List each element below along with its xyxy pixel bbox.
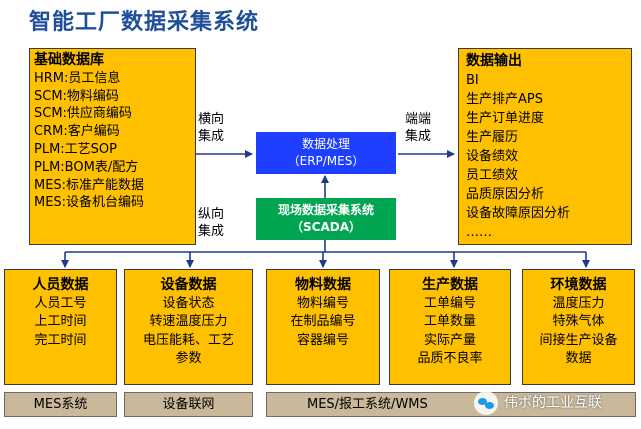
source-item: 工单编号 (423, 295, 476, 311)
source-item: 转速温度压力 (149, 314, 228, 329)
data-output-item: BI (466, 73, 479, 88)
data-output-item: 生产订单进度 (466, 111, 545, 126)
source-item: 上工时间 (34, 314, 87, 329)
basic-database-item: PLM:工艺SOP (34, 141, 118, 157)
system-device-networking: 设备联网 (124, 392, 253, 417)
source-item: 温度压力 (552, 295, 605, 311)
data-output-item: 设备故障原因分析 (466, 206, 571, 221)
basic-database-item: PLM:BOM表/配方 (34, 159, 139, 175)
basic-database-box: 基础数据库 HRM:员工信息 SCM:物料编码 SCM:供应商编码 CRM:客户… (29, 48, 196, 245)
source-title: 设备数据 (160, 277, 217, 293)
source-item: 在制品编号 (290, 314, 356, 329)
source-environment-box: 环境数据 温度压力 特殊气体 间接生产设备 数据 (522, 269, 635, 385)
source-item: 工单数量 (423, 314, 476, 329)
source-title: 物料数据 (295, 277, 351, 293)
watermark-text: 伟ボ的工业互联 (504, 395, 602, 411)
label-line: 集成 (198, 129, 225, 144)
source-material-box: 物料数据 物料编号 在制品编号 容器编号 (266, 269, 380, 385)
source-item: 电压能耗、工艺 (142, 332, 234, 348)
label-line: 集成 (405, 129, 432, 144)
basic-database-title: 基础数据库 (34, 52, 104, 68)
data-output-item: …… (466, 225, 492, 240)
basic-database-item: SCM:供应商编码 (34, 106, 132, 122)
system-mes-reporting-wms: MES/报工系统/WMS (266, 392, 636, 417)
data-output-item: 生产排产APS (466, 92, 543, 107)
data-output-box: 数据输出 BI 生产排产APS 生产订单进度 生产履历 设备绩效 员工绩效 品质… (458, 48, 632, 245)
data-output-item: 生产履历 (466, 130, 519, 145)
basic-database-item: MES:设备机台编码 (34, 195, 145, 211)
label-line: 集成 (198, 224, 225, 239)
source-item: 参数 (175, 351, 202, 366)
diagram-title: 智能工厂数据采集系统 (29, 10, 260, 35)
label-line: 纵向 (198, 207, 225, 222)
source-title: 环境数据 (550, 277, 607, 293)
source-item: 容器编号 (296, 332, 349, 348)
source-item: 品质不良率 (417, 351, 483, 366)
watermark: 伟ボ的工业互联 (474, 388, 636, 418)
source-production-box: 生产数据 工单编号 工单数量 实际产量 品质不良率 (389, 269, 511, 385)
data-output-title: 数据输出 (466, 53, 522, 69)
scada-label: 现场数据采集系统 (277, 203, 374, 217)
data-processing-label: 数据处理 (301, 137, 350, 151)
system-mes: MES系统 (4, 392, 117, 417)
horizontal-integration-label: 横向 集成 (198, 111, 224, 145)
source-equipment-box: 设备数据 设备状态 转速温度压力 电压能耗、工艺 参数 (124, 269, 253, 385)
data-processing-systems: （ERP/MES） (287, 154, 365, 168)
source-item: 实际产量 (423, 332, 476, 348)
scada-system-name: （SCADA） (291, 220, 361, 234)
wechat-icon (474, 391, 498, 415)
scada-box: 现场数据采集系统 （SCADA） (256, 198, 396, 240)
basic-database-item: CRM:客户编码 (34, 124, 120, 140)
source-item: 物料编号 (296, 295, 349, 311)
source-personnel-box: 人员数据 人员工号 上工时间 完工时间 (4, 269, 117, 385)
basic-database-item: SCM:物料编码 (34, 88, 119, 104)
source-item: 特殊气体 (552, 314, 605, 329)
source-title: 生产数据 (422, 277, 478, 293)
data-output-item: 员工绩效 (466, 168, 519, 183)
source-item: 完工时间 (34, 332, 87, 348)
basic-database-item: HRM:员工信息 (34, 70, 121, 86)
source-item: 设备状态 (162, 295, 215, 311)
source-item: 数据 (565, 351, 592, 366)
data-output-item: 品质原因分析 (466, 187, 545, 202)
data-output-item: 设备绩效 (466, 149, 519, 164)
basic-database-item: MES:标准产能数据 (34, 177, 145, 193)
source-item: 人员工号 (34, 295, 87, 311)
source-title: 人员数据 (32, 277, 89, 293)
data-processing-box: 数据处理 （ERP/MES） (256, 132, 396, 174)
label-line: 横向 (198, 112, 225, 127)
vertical-integration-label: 纵向 集成 (198, 206, 224, 240)
terminal-integration-label: 端端 集成 (405, 111, 431, 145)
label-line: 端端 (405, 112, 432, 127)
source-item: 间接生产设备 (539, 332, 618, 348)
